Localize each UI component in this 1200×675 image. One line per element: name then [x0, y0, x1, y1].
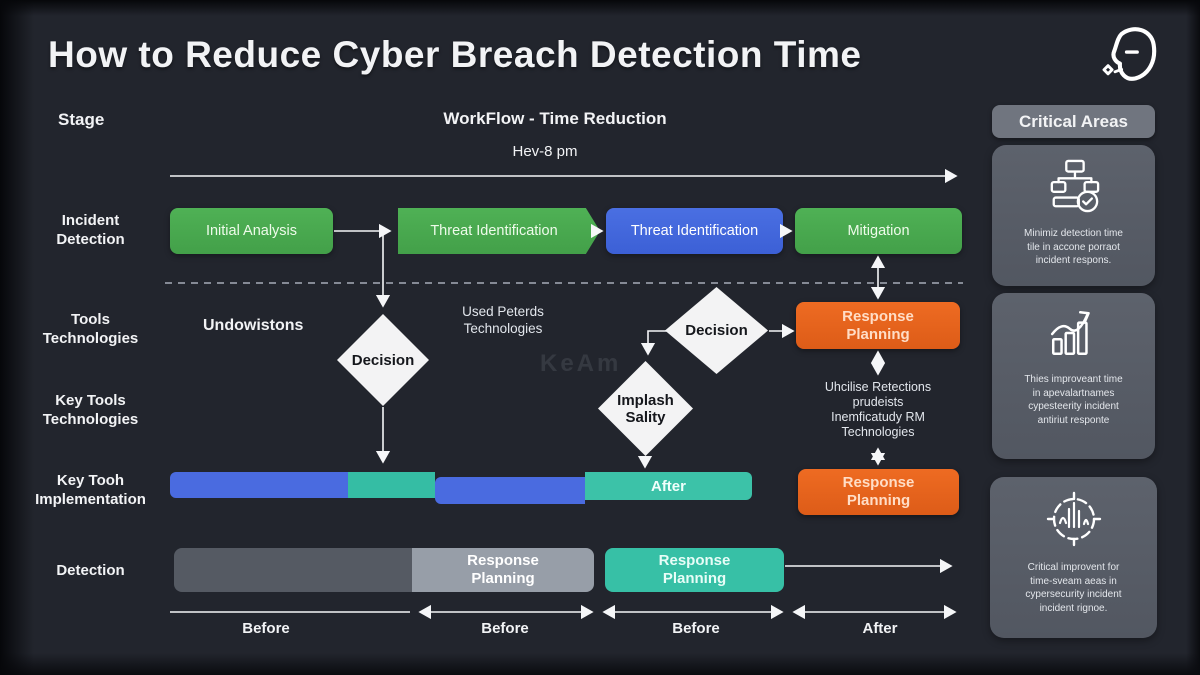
radar-pulse-icon	[1046, 491, 1102, 552]
row-label-key-tooh-implementation: Key Tooh Implementation	[35, 472, 146, 508]
column-header-workflow: WorkFlow - Time Reduction	[443, 109, 667, 128]
annotation-utilise-technologies: Uhcilise Retections prudeists Inemficatu…	[824, 380, 932, 439]
axis-label-before-1: Before	[242, 620, 290, 637]
face-logo-icon	[1092, 22, 1166, 97]
flow-box-mitigation: Mitigation	[795, 208, 962, 254]
critical-card-text: Thies improveant time in apevalartnames …	[1024, 374, 1123, 426]
axis-label-before-2: Before	[481, 620, 529, 637]
response-planning-box-1: Response Planning	[796, 302, 960, 349]
page-title: How to Reduce Cyber Breach Detection Tim…	[48, 34, 862, 75]
arrow-decision2-to-implash	[640, 330, 667, 356]
response-planning-box-2: Response Planning	[798, 469, 959, 515]
annotation-used-peterds: Used Peterds Technologies	[462, 304, 544, 336]
impl-bar-segment-teal-1	[348, 472, 435, 498]
detection-box-response-planning-teal: Response Planning	[605, 548, 784, 592]
watermark-text: KeAm	[540, 350, 622, 377]
workflow-subtitle: Hev-8 pm	[512, 143, 578, 160]
critical-card-2: Thies improveant time in apevalartnames …	[992, 293, 1155, 459]
flow-box-initial-analysis: Initial Analysis	[170, 208, 333, 254]
flow-box-threat-identification-green: Threat Identification	[398, 208, 600, 254]
detection-bar-gray	[174, 548, 412, 592]
critical-card-3: Critical improvent for time-sveam aeas i…	[990, 477, 1157, 638]
axis-label-before-3: Before	[672, 620, 720, 637]
flow-box-threat-identification-blue: Threat Identification	[606, 208, 783, 254]
annotation-undowistons: Undowistons	[203, 317, 304, 334]
row-label-key-tools-technologies: Key Tools Technologies	[42, 392, 139, 428]
impl-bar-segment-after: After	[585, 472, 752, 500]
axis-label-after: After	[862, 620, 898, 637]
critical-card-text: Minimiz detection time tile in accone po…	[1024, 228, 1123, 266]
critical-card-text: Critical improvent for time-sveam aeas i…	[1025, 562, 1122, 614]
row-label-tools-technologies: Tools Technologies	[42, 311, 139, 347]
detection-box-response-planning-gray: Response Planning	[412, 548, 594, 592]
critical-card-1: Minimiz detection time tile in accone po…	[992, 145, 1155, 286]
workflow-check-icon	[1045, 159, 1103, 218]
decision-diamond-2: Decision	[665, 287, 768, 374]
growth-chart-icon	[1047, 307, 1101, 364]
decision-diamond-1: Decision	[337, 314, 429, 406]
row-label-detection: Detection	[56, 562, 125, 579]
impl-bar-segment-blue-1	[170, 472, 348, 498]
row-label-incident-detection: Incident Detection	[56, 212, 125, 248]
column-header-stage: Stage	[58, 110, 105, 129]
critical-areas-badge: Critical Areas	[992, 105, 1155, 138]
impl-bar-segment-blue-2	[435, 477, 585, 504]
